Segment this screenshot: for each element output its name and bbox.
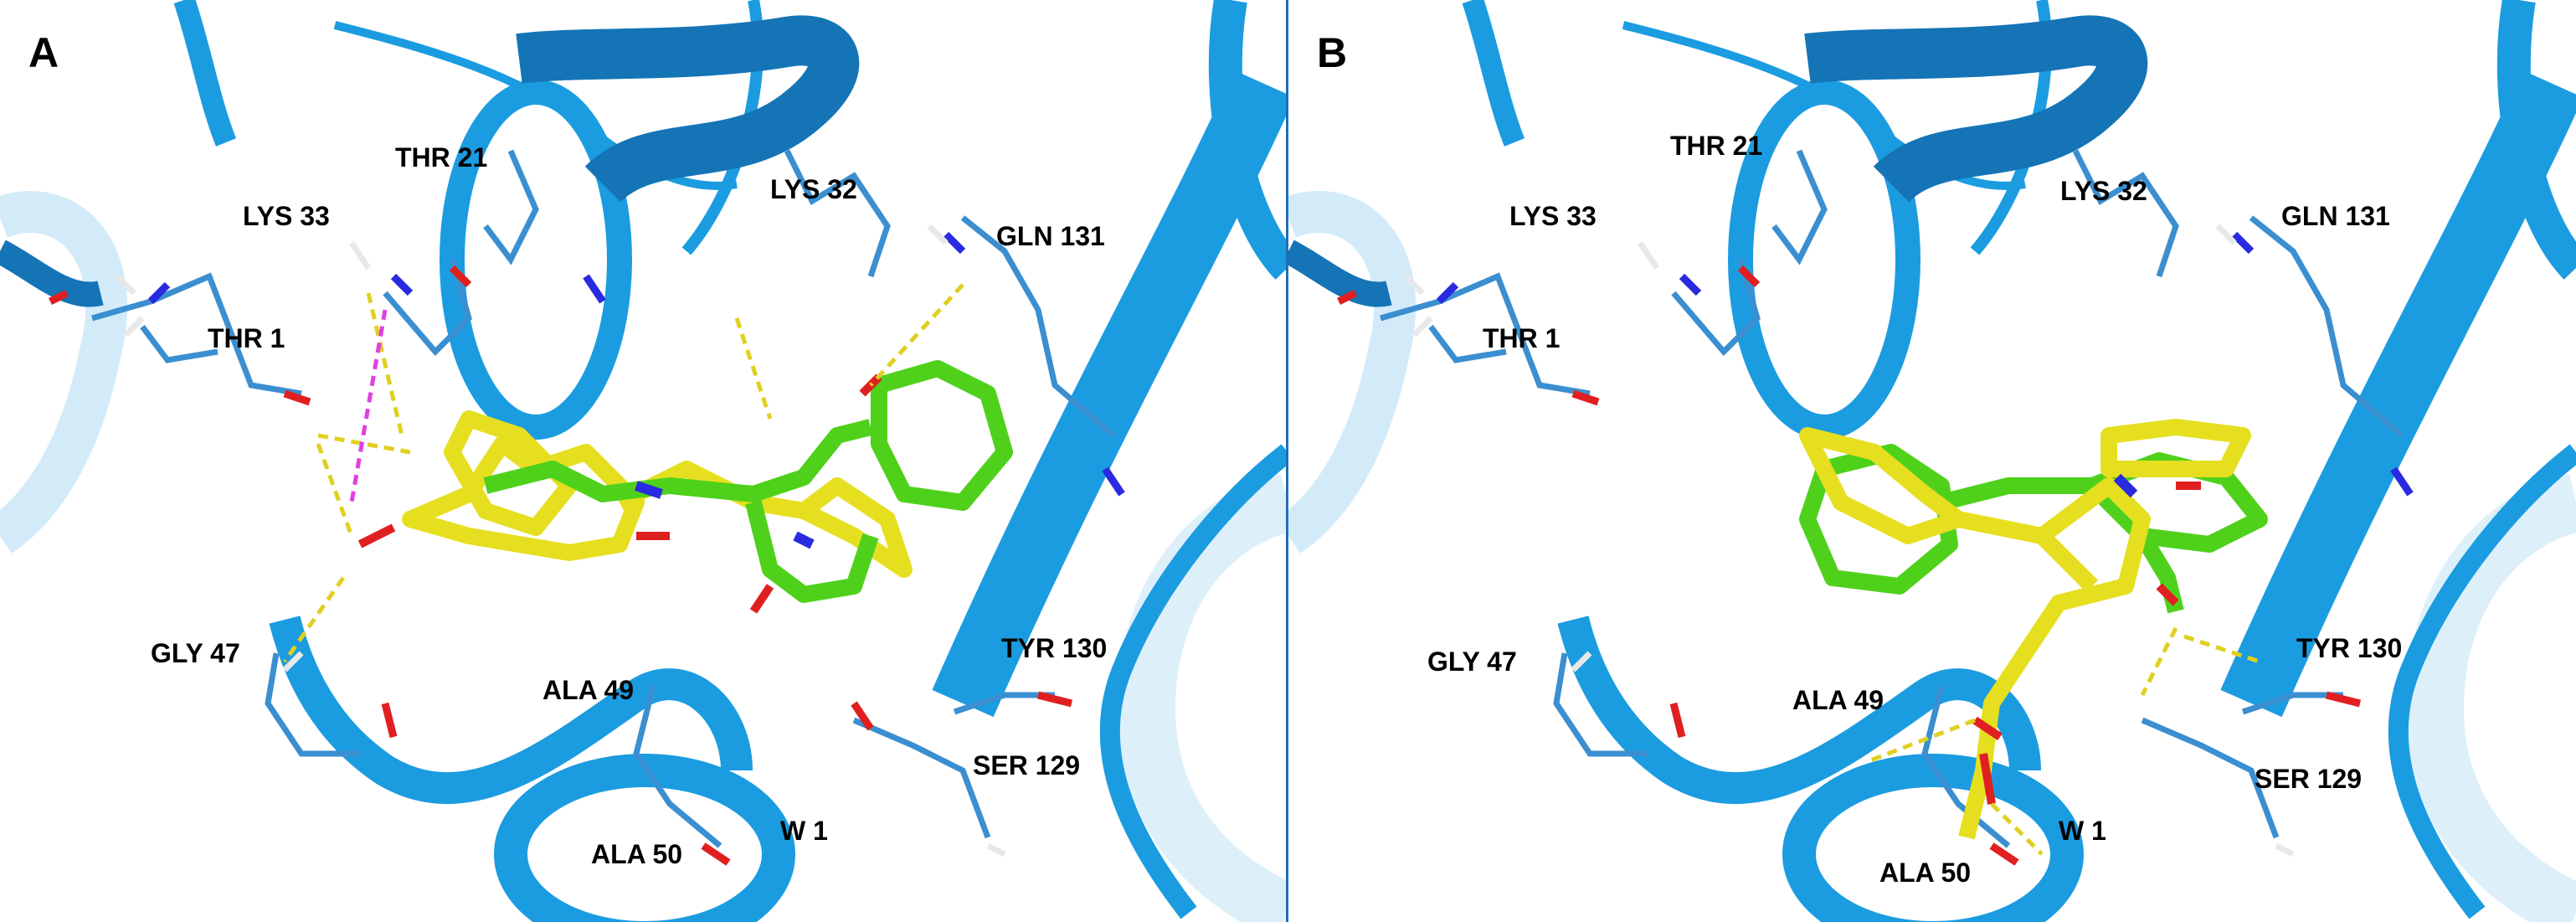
residue-label-tyr130: TYR 130 (1001, 633, 1108, 663)
residue-label-w1: W 1 (2059, 816, 2106, 846)
residue-label-ser129: SER 129 (2255, 764, 2363, 794)
residue-label-thr21: THR 21 (395, 142, 488, 173)
residue-label-tyr130: TYR 130 (2296, 633, 2403, 663)
panel-b: B THR 21 LYS 33 LYS 32 GLN 131 THR 1 GLY… (1288, 0, 2576, 922)
residue-label-w1: W 1 (780, 816, 828, 846)
residue-label-thr1: THR 1 (208, 323, 285, 353)
protein-scene-a (0, 0, 1288, 922)
residue-label-gln131: GLN 131 (2281, 201, 2390, 231)
residue-label-ala49: ALA 49 (1792, 685, 1884, 715)
residue-label-gln131: GLN 131 (996, 221, 1105, 251)
panel-letter: A (28, 29, 59, 76)
residue-label-lys33: LYS 33 (243, 201, 330, 231)
residue-label-ala50: ALA 50 (591, 839, 683, 869)
residue-label-thr1: THR 1 (1483, 323, 1561, 353)
residue-label-thr21: THR 21 (1670, 131, 1763, 161)
protein-scene-b (1288, 0, 2576, 922)
panel-divider (1286, 0, 1289, 922)
residue-label-lys33: LYS 33 (1509, 201, 1597, 231)
panel-a: A THR 21 LYS 33 LYS 32 GLN 131 THR 1 GLY… (0, 0, 1288, 922)
residue-label-ala49: ALA 49 (542, 675, 635, 705)
residue-label-ser129: SER 129 (973, 750, 1081, 780)
residue-label-lys32: LYS 32 (770, 174, 857, 204)
panel-letter: B (1317, 29, 1348, 76)
residue-label-lys32: LYS 32 (2060, 176, 2147, 206)
residue-label-gly47: GLY 47 (1427, 646, 1517, 677)
residue-label-gly47: GLY 47 (151, 638, 240, 668)
residue-label-ala50: ALA 50 (1879, 858, 1972, 888)
